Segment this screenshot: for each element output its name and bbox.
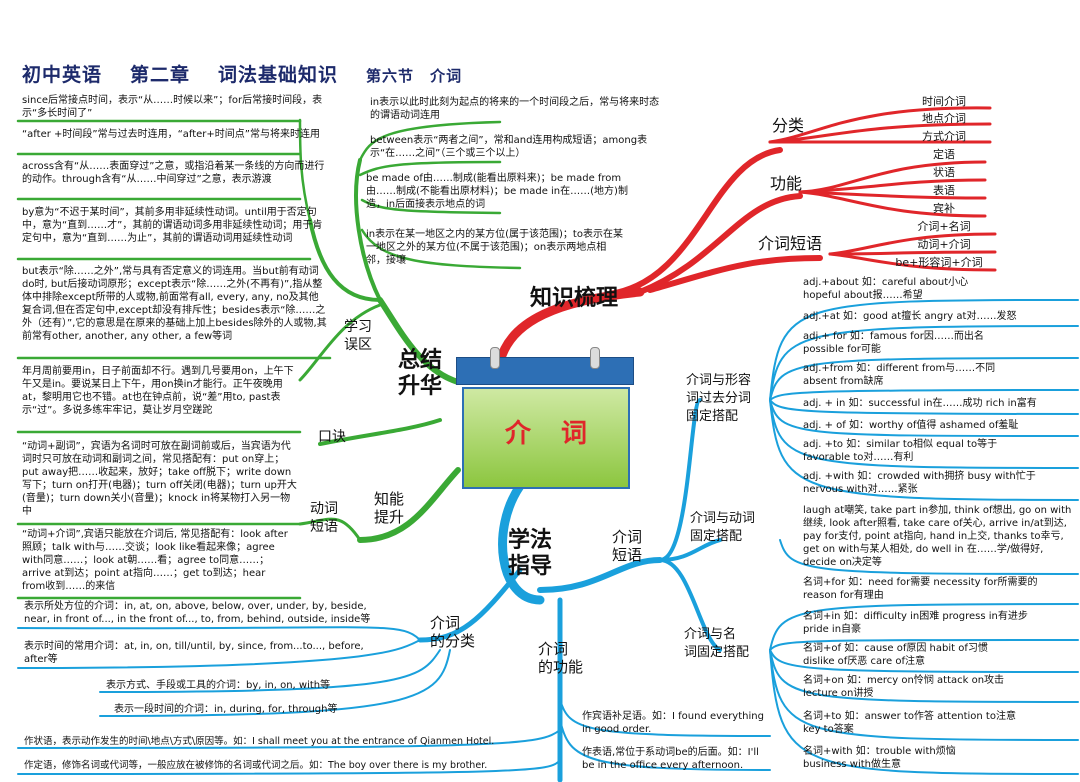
dongci-label: 动词 短语 xyxy=(310,501,338,535)
title-topic: 词法基础知识 xyxy=(218,64,339,86)
mid-block: in表示以此时此刻为起点的将来的一个时间段之后，常与将来时态的谓语动词连用 xyxy=(370,97,660,121)
fenlei-item: 地点介词 xyxy=(922,112,966,125)
duanyu-item: 介词+名词 xyxy=(917,220,971,233)
calendar-header xyxy=(456,357,634,385)
adj-item: adj. +with 如：crowded with拥挤 busy with忙于 … xyxy=(803,471,1036,495)
knowledge-label: 知识梳理 xyxy=(530,286,619,311)
gongneng-item: 状语 xyxy=(933,166,955,179)
wuqu-block: across含有“从……表面穿过”之意，或指沿着某一条线的方向而进行的动作。th… xyxy=(22,161,325,185)
adj-item: adj.+about 如：careful about小心 hopeful abo… xyxy=(803,277,969,301)
method-duanyu-label: 介词 短语 xyxy=(612,528,643,564)
adj-item: adj. + of 如：worthy of值得 ashamed of羞耻 xyxy=(803,420,1019,431)
mid-block: in表示在某一地区之内的某方位(属于该范围)；to表示在某一地区之外的某方位(不… xyxy=(366,229,623,266)
center-topic: 介词 xyxy=(504,419,617,449)
noun-item: 名词+to 如：answer to作答 attention to注意 key t… xyxy=(803,711,1016,735)
red-branch xyxy=(495,106,997,367)
verb-collocation-label: 介词与动词 固定搭配 xyxy=(690,511,756,544)
adj-item: adj.+at 如：good at擅长 angry at对……发怒 xyxy=(803,311,1017,322)
page-title: 初中英语 第二章 词法基础知识 第六节介词 xyxy=(22,60,462,87)
method-label: 学法 指导 xyxy=(508,528,553,579)
gongneng-item: 表语 xyxy=(933,184,955,197)
adj-item: adj. + in 如：successful in在……成功 rich in富有 xyxy=(803,398,1037,409)
green-branch xyxy=(16,118,522,600)
noun-item: 名词+for 如：need for需要 necessity for所需要的 re… xyxy=(803,577,1038,601)
calendar-ring-icon xyxy=(490,347,500,369)
title-section-topic: 介词 xyxy=(430,67,463,85)
fenlei-block: 表示所处方位的介词：in, at, on, above, below, over… xyxy=(24,601,371,625)
fenlei-label: 分类 xyxy=(772,116,805,135)
title-main: 初中英语 xyxy=(22,64,103,86)
title-chapter: 第二章 xyxy=(130,64,191,86)
wuqu-block: since后常接点时间，表示“从……时候以来”；for后常接时间段，表示“多长时… xyxy=(22,95,323,119)
fenlei-item: 时间介词 xyxy=(922,95,966,108)
wuqu-block: but表示“除……之外”,常与具有否定意义的词连用。当but前有动词do时, b… xyxy=(22,266,327,342)
title-section: 第六节 xyxy=(366,67,415,85)
duanyu-item: 动词+介词 xyxy=(917,238,971,251)
noun-item: 名词+of 如：cause of原因 habit of习惯 dislike of… xyxy=(803,643,988,667)
wuqu-block: “after +时间段”常与过去时连用，“after+时间点”常与将来时连用 xyxy=(22,129,320,140)
adj-collocation-label: 介词与形容 词过去分词 固定搭配 xyxy=(686,373,752,424)
verb-collocation-text: laugh at嘲笑, take part in参加, think of想出, … xyxy=(803,505,1072,568)
noun-item: 名词+with 如：trouble with烦恼 business with做生… xyxy=(803,746,956,770)
noun-item: 名词+in 如：difficulty in困难 progress in有进步 p… xyxy=(803,611,1028,635)
fenlei-block: 表示时间的常用介词：at, in, on, till/until, by, si… xyxy=(24,641,364,665)
duanyu-item: be+形容词+介词 xyxy=(895,256,983,269)
adj-item: adj.+from 如：different from与……不同 absent f… xyxy=(803,363,996,387)
fenlei-block: 表示一段时间的介词：in, during, for, through等 xyxy=(114,704,338,715)
zhineng-label: 知能 提升 xyxy=(374,490,405,526)
noun-item: 名词+on 如：mercy on怜悯 attack on攻击 lecture o… xyxy=(803,675,1005,699)
gongneng-item: 宾补 xyxy=(933,202,955,215)
mid-block: between表示“两者之间”，常和and连用构成短语；among表示“在……之… xyxy=(370,135,648,159)
fenlei-block: 表示方式、手段或工具的介词：by, in, on, with等 xyxy=(106,680,331,691)
koujue-block: 年月周前要用in，日子前面却不行。遇到几号要用on，上午下午又是in。要说某日上… xyxy=(22,366,294,416)
gongneng-label: 功能 xyxy=(770,174,803,193)
gongneng-block: 作宾语补足语。如：I found everything in good orde… xyxy=(582,711,764,735)
noun-collocation-label: 介词与名 词固定搭配 xyxy=(684,627,750,660)
dongci-jieci-block: “动词+介词”,宾语只能放在介词后, 常见搭配有：look after照顾；ta… xyxy=(22,529,288,592)
center-calendar: 介词 xyxy=(456,347,634,491)
method-fenlei-label: 介词 的分类 xyxy=(430,614,476,650)
calendar-ring-icon xyxy=(590,347,600,369)
blue-branch xyxy=(17,299,1079,782)
gongneng-block: 作表语,常位于系动词be的后面。如：I'll be in the office … xyxy=(582,747,759,771)
koujue-label: 口诀 xyxy=(318,429,346,445)
mid-block: be made of由……制成(能看出原料来)；be made from由……制… xyxy=(366,173,628,210)
adj-item: adj. +to 如：similar to相似 equal to等于 favor… xyxy=(803,439,998,463)
xuexi-label: 学习 误区 xyxy=(344,319,372,353)
gongneng-block: 作定语，修饰名词或代词等，一般应放在被修饰的名词或代词之后。如：The boy … xyxy=(24,760,488,771)
gongneng-block: 作状语，表示动作发生的时间\地点\方式\原因等。如：I shall meet y… xyxy=(24,736,495,747)
adj-item: adj.+ for 如：famous for因……而出名 possible fo… xyxy=(803,331,984,355)
gongneng-item: 定语 xyxy=(933,148,955,161)
summary-label: 总结 升华 xyxy=(398,348,443,399)
duanyu-label: 介词短语 xyxy=(758,234,823,253)
dongci-fuci-block: “动词+副词”，宾语为名词时可放在副词前或后，当宾语为代词时只可放在动词和副词之… xyxy=(22,441,297,517)
calendar-body: 介词 xyxy=(462,387,630,489)
wuqu-block: by意为“不迟于某时间”，其前多用非延续性动词。until用于否定句中，意为“直… xyxy=(22,207,323,244)
method-gongneng-label: 介词 的功能 xyxy=(538,640,584,676)
fenlei-item: 方式介词 xyxy=(922,130,966,143)
